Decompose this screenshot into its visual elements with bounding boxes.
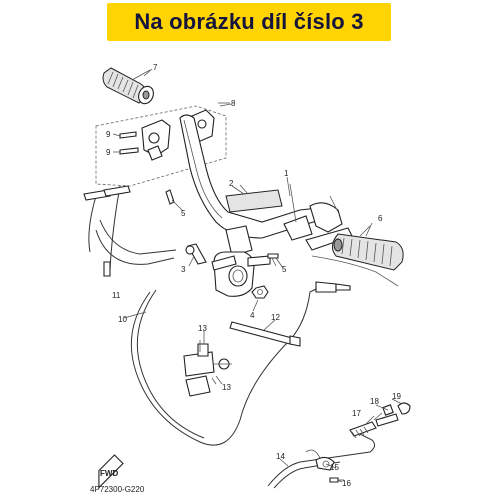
- callout-10: 10: [118, 315, 127, 324]
- callout-13-a: 13: [198, 324, 207, 333]
- fwd-label: FWD: [100, 469, 118, 478]
- left-grip-drawing: [311, 225, 404, 287]
- callout-4: 4: [250, 311, 255, 320]
- callout-15: 15: [330, 463, 339, 472]
- callout-5-a: 5: [181, 209, 186, 218]
- diagram-code: 4P72300-G220: [90, 485, 145, 494]
- leader-lines: [143, 68, 403, 483]
- callout-16: 16: [342, 479, 351, 488]
- callout-18: 18: [370, 397, 379, 406]
- callout-2: 2: [229, 179, 234, 188]
- callout-17: 17: [352, 409, 361, 418]
- callout-14: 14: [276, 452, 285, 461]
- callout-19: 19: [392, 392, 401, 401]
- throttle-grip-drawing: [102, 67, 154, 105]
- callout-9-b: 9: [106, 148, 111, 157]
- callout-8: 8: [231, 99, 236, 108]
- callout-7: 7: [153, 63, 158, 72]
- cable-band-drawing: [229, 321, 301, 347]
- banner-text: Na obrázku díl číslo 3: [134, 9, 364, 34]
- callout-11: 11: [112, 291, 121, 300]
- callout-1: 1: [284, 169, 289, 178]
- callout-6: 6: [378, 214, 383, 223]
- handlebar-pad-drawing: [225, 185, 283, 213]
- callout-3: 3: [181, 265, 186, 274]
- callout-5-b: 5: [282, 265, 287, 274]
- fasteners-drawing: [165, 189, 279, 299]
- callout-12: 12: [271, 313, 280, 322]
- switch-housing-drawing: [95, 102, 230, 187]
- callout-13-b: 13: [222, 383, 231, 392]
- fwd-arrow-icon: FWD: [98, 454, 124, 489]
- cable-junction-drawing: [183, 340, 232, 397]
- handlebar-drawing: [179, 114, 353, 297]
- highlight-banner: Na obrázku díl číslo 3: [107, 3, 391, 41]
- rear-cable-parts-drawing: [267, 402, 411, 489]
- callout-9-a: 9: [106, 130, 111, 139]
